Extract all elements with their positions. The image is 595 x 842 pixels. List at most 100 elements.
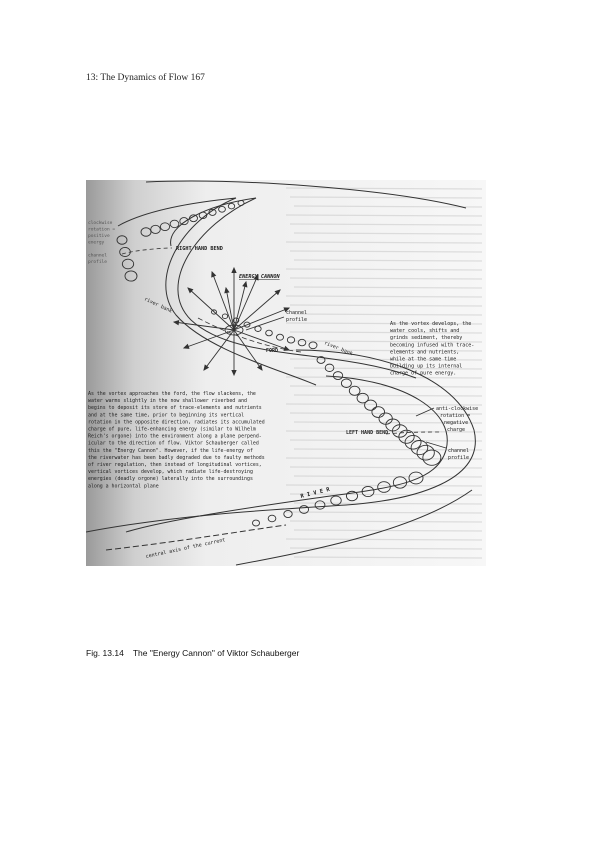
bleed-through-line bbox=[285, 322, 483, 325]
energy-ray-arrowhead bbox=[203, 364, 210, 371]
left-paragraph-line: vertical vortices develop, which radiate… bbox=[88, 469, 253, 475]
energy-ray-arrowhead bbox=[283, 307, 291, 313]
vortex-loop bbox=[316, 356, 326, 364]
left-paragraph-line: charge of pure, life-enhancing energy (s… bbox=[88, 427, 256, 433]
vortex-loop bbox=[377, 481, 391, 493]
energy-ray bbox=[211, 271, 235, 331]
bleed-through-line bbox=[289, 196, 483, 199]
vortex-loop bbox=[283, 509, 293, 519]
vortex-loop bbox=[348, 385, 361, 396]
energy-ray-arrowhead bbox=[172, 319, 180, 326]
vortex-loop bbox=[364, 399, 378, 411]
energy-ray bbox=[233, 274, 259, 331]
left-paragraph-line: water warms slightly in the now shallowe… bbox=[88, 398, 247, 404]
vortex-loop bbox=[116, 235, 128, 245]
caption-text: The "Energy Cannon" of Viktor Schauberge… bbox=[132, 648, 300, 658]
label-ford: FORD bbox=[266, 348, 278, 354]
vortex-loop bbox=[119, 247, 131, 257]
central-axis-line bbox=[105, 524, 287, 551]
left-paragraph-line: As the vortex approaches the ford, the f… bbox=[88, 391, 256, 397]
bleed-through-line bbox=[285, 295, 483, 298]
vortex-loop bbox=[408, 471, 424, 485]
bleed-through-line bbox=[289, 277, 483, 280]
bleed-through-line bbox=[293, 232, 483, 235]
bleed-through-line bbox=[285, 241, 483, 244]
left-paragraph-line: and at the same time, prior to beginning… bbox=[88, 412, 244, 418]
vortex-loop bbox=[189, 214, 198, 223]
vortex-loop bbox=[179, 217, 189, 226]
leader-line bbox=[425, 441, 447, 449]
running-head: 13: The Dynamics of Flow 167 bbox=[86, 73, 205, 83]
right-paragraph-line: As the vortex develops, the bbox=[390, 321, 471, 327]
label-anti-clockwise-1: anti-clockwise bbox=[436, 406, 478, 412]
bleed-through-line bbox=[293, 502, 483, 505]
energy-ray-arrowhead bbox=[224, 286, 230, 294]
bleed-through-line bbox=[289, 358, 483, 361]
bleed-through-line bbox=[285, 511, 483, 514]
bleed-through-line bbox=[289, 493, 483, 496]
label-energy-cannon: ENERGY CANNON bbox=[239, 274, 280, 280]
bleed-through-line bbox=[285, 187, 483, 190]
vortex-loop bbox=[140, 227, 152, 237]
vortex-loop bbox=[227, 203, 236, 210]
left-paragraph-line: along a horizontal plane bbox=[88, 483, 159, 489]
vortex-loop bbox=[404, 435, 422, 450]
label-channel-profile-top-2: profile bbox=[286, 317, 307, 323]
label-anti-clockwise-3: negative bbox=[444, 420, 468, 426]
right-paragraph-line: while at the same time bbox=[390, 357, 456, 363]
energy-ray-arrowhead bbox=[256, 364, 263, 371]
label-right-hand-bend: RIGHT HAND BEND bbox=[176, 246, 223, 252]
vortex-loop bbox=[218, 205, 226, 213]
left-paragraph-line: icular to the direction of flow. Viktor … bbox=[88, 441, 259, 447]
vortex-loop bbox=[308, 341, 318, 350]
energy-ray bbox=[233, 289, 281, 331]
energy-ray bbox=[183, 329, 235, 349]
bleed-through-line bbox=[289, 250, 483, 253]
label-channel-profile-bottom-1: channel bbox=[448, 448, 469, 454]
energy-ray bbox=[203, 329, 235, 371]
right-paragraph-line: water cools, shifts and bbox=[390, 328, 459, 334]
energy-ray bbox=[173, 321, 235, 331]
label-anti-clockwise-2: rotation = bbox=[440, 413, 470, 419]
vortex-loop bbox=[267, 514, 277, 523]
right-paragraph-line: elements and nutrients, bbox=[390, 349, 459, 355]
vortex-loop bbox=[332, 371, 344, 381]
energy-ray-arrowhead bbox=[182, 343, 190, 349]
energy-cannon-figure: RIGHT HAND BEND ENERGY CANNON channel pr… bbox=[86, 180, 486, 566]
vortex-loop bbox=[159, 222, 171, 232]
bleed-through-line bbox=[285, 214, 483, 217]
vortex-loop bbox=[243, 321, 251, 328]
cannon-core bbox=[224, 324, 244, 336]
energy-ray-arrowhead bbox=[187, 287, 194, 294]
vortex-loop bbox=[330, 495, 342, 506]
energy-ray bbox=[233, 329, 290, 351]
vortex-loop bbox=[265, 329, 273, 337]
energy-ray-arrowhead bbox=[231, 266, 237, 273]
bleed-through-line bbox=[293, 421, 483, 424]
bleed-through-line bbox=[293, 556, 483, 559]
bleed-through-line bbox=[293, 448, 483, 451]
vortex-loop bbox=[297, 338, 307, 347]
river-diagram: RIGHT HAND BEND ENERGY CANNON channel pr… bbox=[86, 180, 486, 566]
inner-bank-upper bbox=[117, 197, 317, 386]
vortex-loop bbox=[422, 449, 442, 466]
energy-ray bbox=[225, 287, 235, 331]
vortex-loop bbox=[345, 490, 359, 502]
figure-background bbox=[86, 180, 486, 566]
ford-line bbox=[197, 317, 302, 353]
right-paragraph-line: grinds sediment, thereby bbox=[390, 335, 462, 341]
bleed-through-line bbox=[293, 529, 483, 532]
left-paragraph-line: rotation in the opposite direction, radi… bbox=[88, 419, 265, 425]
left-paragraph-line: Reich's orgone) into the environment alo… bbox=[88, 434, 262, 440]
leader-line bbox=[245, 316, 285, 331]
bleed-through-line bbox=[285, 268, 483, 271]
vortex-loop bbox=[221, 313, 229, 319]
bleed-through-line bbox=[293, 394, 483, 397]
leader-line bbox=[415, 407, 435, 417]
vortex-loop bbox=[340, 378, 352, 388]
vortex-loop bbox=[392, 424, 408, 438]
energy-ray-arrowhead bbox=[242, 280, 248, 288]
vortex-loop bbox=[124, 270, 138, 282]
vortex-loop bbox=[416, 444, 435, 461]
left-paragraph-line: the riverwater has been badly degraded d… bbox=[88, 455, 265, 461]
